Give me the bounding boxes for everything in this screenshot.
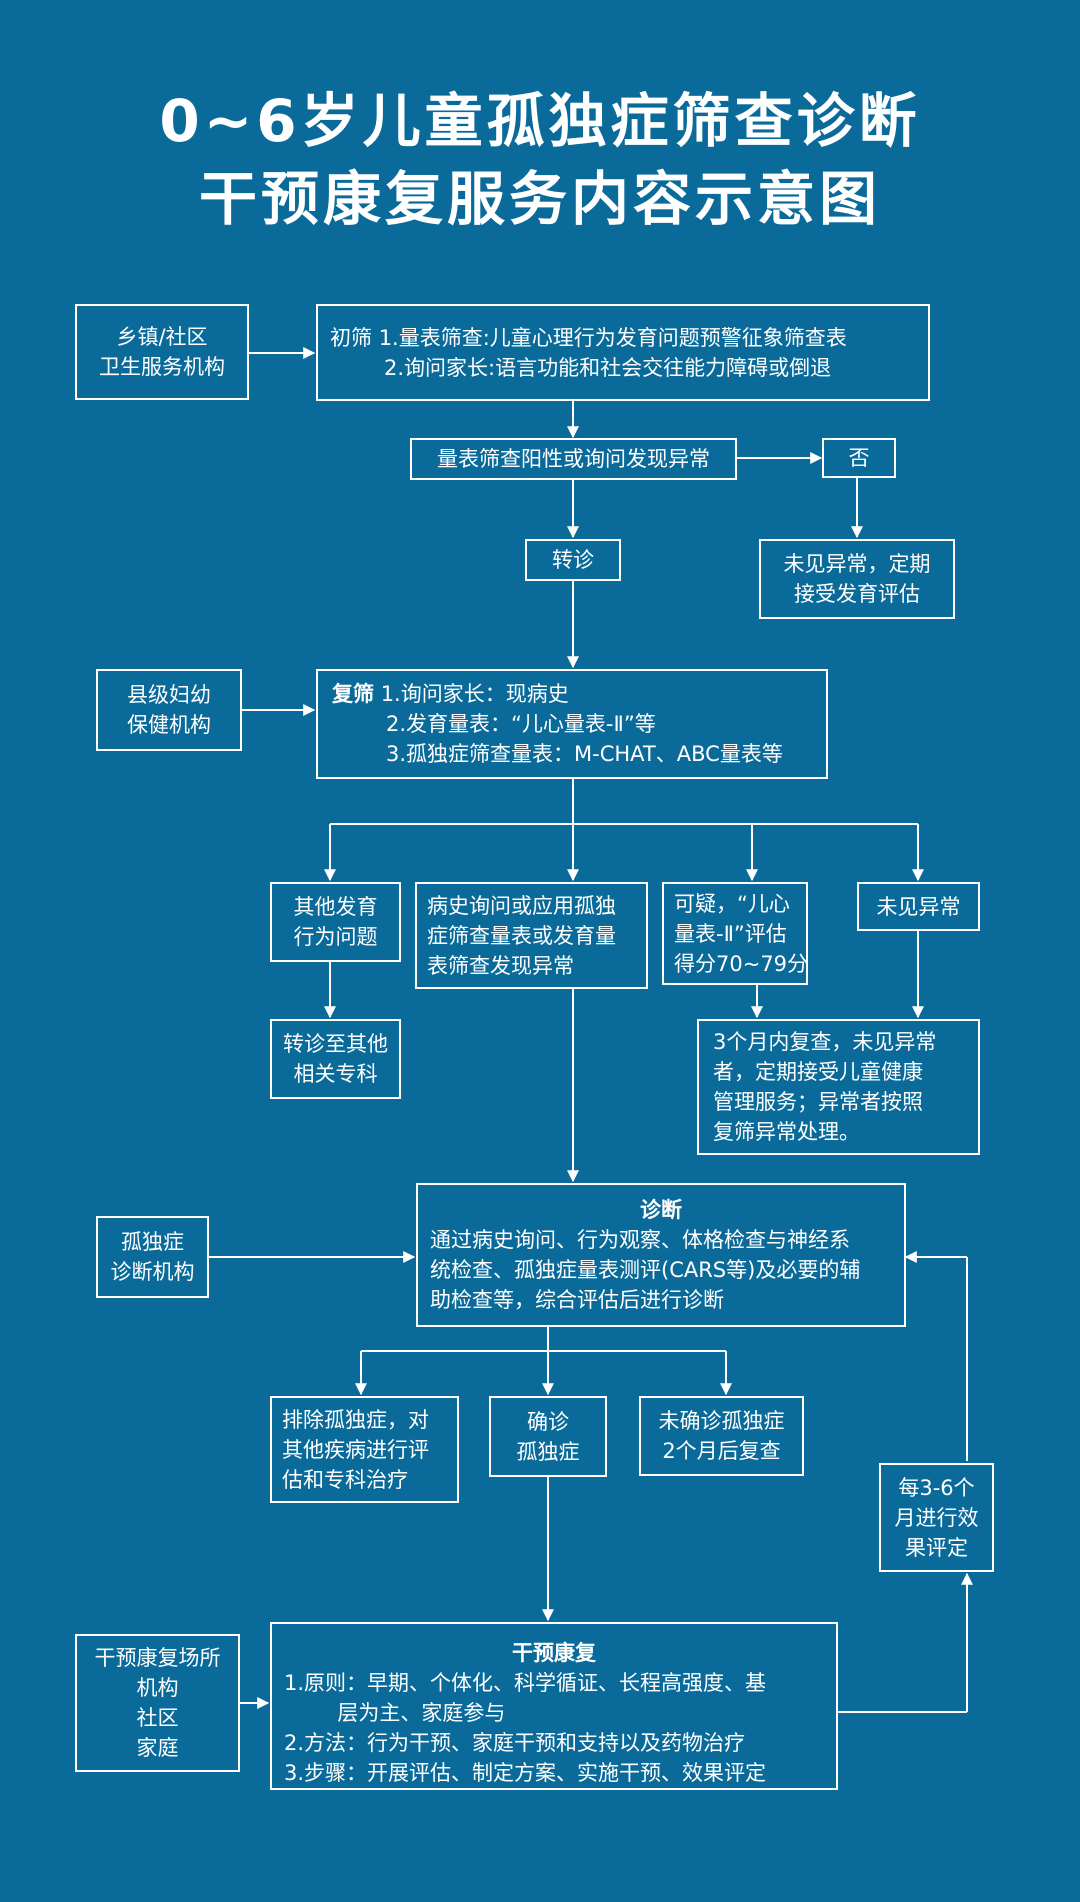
branch-suspicious: 可疑，“儿心 量表-Ⅱ”评估 得分70~79分 [662, 882, 808, 985]
rehabilitation-line1: 1.原则：早期、个体化、科学循证、长程高强度、基 [284, 1671, 767, 1695]
initial-screening-item-2: 2.询问家长:语言功能和社会交往能力障碍或倒退 [384, 355, 832, 380]
evaluation-line3: 果评定 [905, 1535, 968, 1560]
diagnosis-line1: 通过病史询问、行为观察、体格检查与神经系 [430, 1228, 850, 1252]
evaluation-box: 每3-6个 月进行效 果评定 [879, 1463, 994, 1572]
branch-other-dev: 其他发育 行为问题 [270, 882, 401, 962]
title-line1: 0~6岁儿童孤独症筛查诊断 [159, 87, 921, 155]
recheck-box: 3个月内复查，未见异常 者，定期接受儿童健康 管理服务；异常者按照 复筛异常处理… [697, 1019, 980, 1155]
no-text: 否 [848, 446, 870, 470]
title-line2: 干预康复服务内容示意图 [198, 165, 881, 233]
initial-screening-box: 初筛 1.量表筛查:儿童心理行为发育问题预警征象筛查表 2.询问家长:语言功能和… [316, 304, 930, 401]
branch-other-dev-line2: 行为问题 [293, 925, 378, 949]
branch-suspicious-line3: 得分70~79分 [674, 951, 809, 976]
institution-diagnosis-line2: 诊断机构 [110, 1260, 195, 1284]
branch-suspicious-line1: 可疑，“儿心 [674, 891, 790, 916]
initial-screening-item-1: 1.量表筛查:儿童心理行为发育问题预警征象筛查表 [378, 325, 847, 350]
institution-county-line2: 保健机构 [127, 713, 211, 737]
branch-normal: 未见异常 [857, 882, 980, 931]
rehabilitation-line4: 3.步骤：开展评估、制定方案、实施干预、效果评定 [284, 1761, 767, 1785]
rescreening-label: 复筛 [332, 682, 374, 706]
referral-box: 转诊 [525, 539, 621, 581]
screen-result-text: 量表筛查阳性或询问发现异常 [437, 447, 710, 471]
no-result-line2: 接受发育评估 [794, 582, 920, 606]
branch-normal-text: 未见异常 [876, 894, 961, 919]
outcome-confirmed: 确诊 孤独症 [489, 1396, 607, 1477]
branch-other-dev-line1: 其他发育 [293, 895, 378, 919]
no-result-line1: 未见异常，定期 [783, 552, 931, 576]
institution-diagnosis-line1: 孤独症 [121, 1230, 184, 1254]
rescreening-item-1: 1.询问家长：现病史 [380, 682, 569, 706]
institution-township-line2: 卫生服务机构 [99, 355, 225, 379]
institution-county: 县级妇幼 保健机构 [96, 669, 242, 751]
institution-rehab-line1: 干预康复场所 [94, 1646, 221, 1670]
outcome-confirmed-line1: 确诊 [527, 1409, 569, 1434]
institution-rehab-line3: 社区 [136, 1706, 179, 1730]
rehabilitation-line3: 2.方法：行为干预、家庭干预和支持以及药物治疗 [284, 1731, 746, 1755]
outcome-unconfirmed: 未确诊孤独症 2个月后复查 [639, 1396, 804, 1476]
institution-rehab-line4: 家庭 [136, 1736, 179, 1760]
no-result-box: 未见异常，定期 接受发育评估 [759, 539, 955, 619]
evaluation-line2: 月进行效 [894, 1505, 979, 1530]
screen-result-box: 量表筛查阳性或询问发现异常 [410, 438, 737, 480]
recheck-line1: 3个月内复查，未见异常 [713, 1030, 937, 1054]
outcome-excluded: 排除孤独症，对 其他疾病进行评 估和专科治疗 [270, 1396, 459, 1503]
initial-screening-label: 初筛 [330, 325, 372, 350]
recheck-line3: 管理服务；异常者按照 [713, 1090, 923, 1114]
outcome-excluded-line1: 排除孤独症，对 [282, 1407, 429, 1432]
institution-township-line1: 乡镇/社区 [116, 325, 208, 349]
outcome-excluded-line2: 其他疾病进行评 [282, 1437, 429, 1462]
outcome-confirmed-line2: 孤独症 [516, 1439, 580, 1464]
diagnosis-title: 诊断 [640, 1198, 682, 1222]
institution-rehab: 干预康复场所 机构 社区 家庭 [75, 1634, 240, 1772]
rescreening-item-3: 3.孤独症筛查量表：M-CHAT、ABC量表等 [386, 742, 783, 766]
branch-history-line2: 症筛查量表或发育量 [427, 923, 616, 948]
branch-history-line3: 表筛查发现异常 [427, 953, 574, 978]
rescreening-box: 复筛 1.询问家长：现病史 2.发育量表：“儿心量表-Ⅱ”等 3.孤独症筛查量表… [316, 669, 828, 779]
refer-other-box: 转诊至其他 相关专科 [270, 1019, 401, 1099]
referral-text: 转诊 [552, 548, 594, 572]
rehabilitation-line2: 层为主、家庭参与 [284, 1701, 506, 1725]
branch-suspicious-line2: 量表-Ⅱ”评估 [674, 921, 787, 946]
institution-diagnosis: 孤独症 诊断机构 [96, 1216, 209, 1298]
refer-other-line1: 转诊至其他 [283, 1032, 388, 1056]
rehabilitation-box: 干预康复 1.原则：早期、个体化、科学循证、长程高强度、基 层为主、家庭参与 2… [270, 1622, 838, 1790]
diagnosis-line3: 助检查等，综合评估后进行诊断 [430, 1288, 724, 1312]
diagnosis-line2: 统检查、孤独症量表测评(CARS等)及必要的辅 [430, 1258, 861, 1282]
refer-other-line2: 相关专科 [293, 1062, 378, 1086]
institution-township: 乡镇/社区 卫生服务机构 [75, 304, 249, 400]
branch-history-line1: 病史询问或应用孤独 [427, 893, 616, 918]
recheck-line2: 者，定期接受儿童健康 [713, 1060, 923, 1084]
outcome-excluded-line3: 估和专科治疗 [282, 1467, 408, 1492]
diagnosis-box: 诊断 通过病史询问、行为观察、体格检查与神经系 统检查、孤独症量表测评(CARS… [416, 1183, 906, 1327]
institution-county-line1: 县级妇幼 [127, 683, 211, 707]
institution-rehab-line2: 机构 [136, 1676, 179, 1700]
recheck-line4: 复筛异常处理。 [713, 1120, 860, 1144]
rehabilitation-title: 干预康复 [512, 1641, 596, 1665]
evaluation-line1: 每3-6个 [898, 1475, 975, 1500]
branch-history-abnormal: 病史询问或应用孤独 症筛查量表或发育量 表筛查发现异常 [415, 882, 648, 989]
rescreening-item-2: 2.发育量表：“儿心量表-Ⅱ”等 [386, 712, 656, 736]
no-box: 否 [822, 438, 896, 478]
outcome-unconfirmed-line2: 2个月后复查 [662, 1439, 781, 1463]
outcome-unconfirmed-line1: 未确诊孤独症 [658, 1409, 785, 1433]
